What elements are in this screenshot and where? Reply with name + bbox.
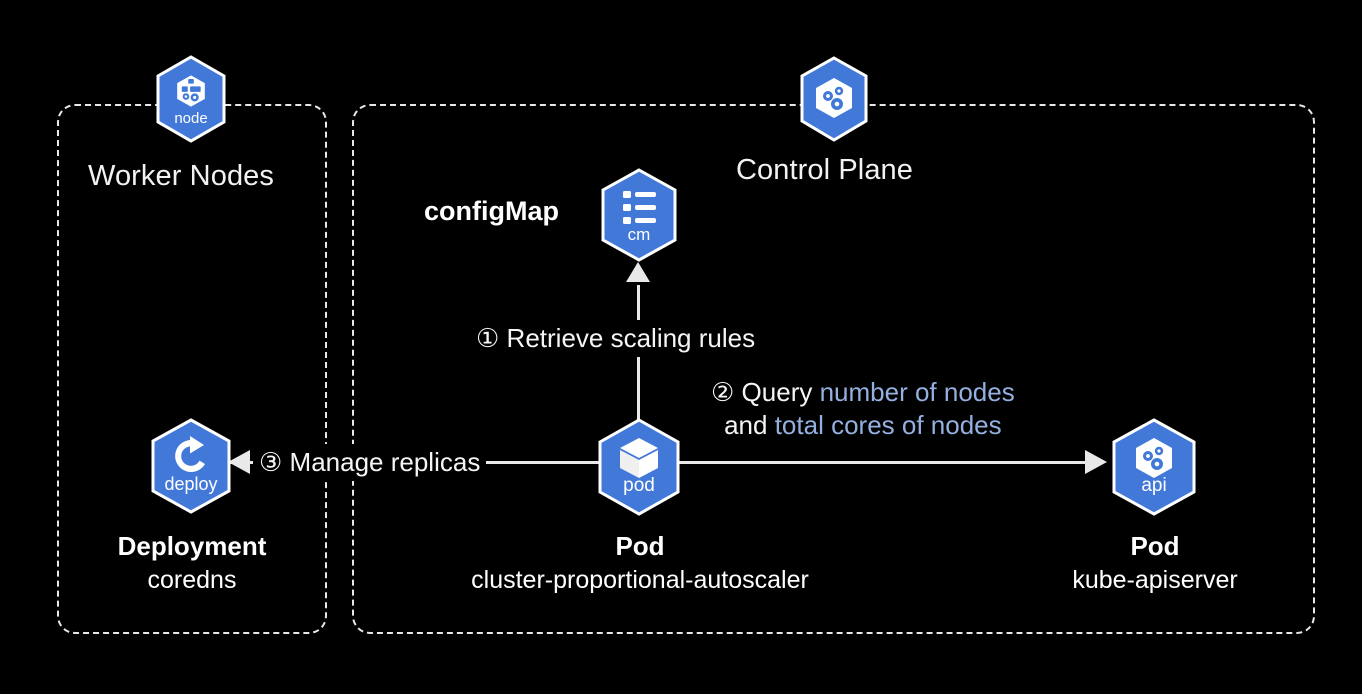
caption-deployment-title: Deployment	[117, 531, 267, 561]
caption-deployment: Deployment coredns	[42, 530, 342, 596]
step-2-accent-2: total cores of nodes	[774, 410, 1002, 441]
k8s-pod-icon[interactable]: pod	[594, 418, 684, 516]
arrowhead-to-deployment	[228, 450, 250, 474]
connector-pod-to-apiserver	[660, 461, 1100, 464]
zone-title-worker-nodes: Worker Nodes	[88, 160, 275, 192]
caption-pod-apiserver-subtitle: kube-apiserver	[1072, 565, 1238, 594]
connector-pod-to-configmap	[637, 285, 640, 450]
k8s-apiserver-icon[interactable]: api	[1108, 418, 1200, 516]
caption-deployment-subtitle: coredns	[147, 565, 237, 594]
step-2-prefix: Query	[741, 377, 820, 407]
caption-pod-autoscaler: Pod cluster-proportional-autoscaler	[390, 530, 890, 596]
arrowhead-to-configmap	[626, 262, 650, 282]
k8s-control-plane-icon[interactable]	[796, 56, 872, 147]
caption-pod-autoscaler-subtitle: cluster-proportional-autoscaler	[471, 565, 809, 594]
step-1-text: Retrieve scaling rules	[506, 323, 756, 353]
zone-title-control-plane: Control Plane	[736, 154, 914, 186]
step-2-number: ②	[711, 377, 735, 407]
caption-pod-apiserver-title: Pod	[1130, 531, 1180, 561]
step-2-line-2: and total cores of nodes	[711, 409, 1015, 442]
step-2-line-1: ② Query number of nodes	[711, 376, 1015, 409]
step-2-label: ② Query number of nodes and total cores …	[705, 374, 1021, 445]
caption-pod-autoscaler-title: Pod	[615, 531, 665, 561]
arrowhead-to-apiserver	[1085, 450, 1107, 474]
step-1-number: ①	[476, 323, 500, 353]
caption-pod-apiserver: Pod kube-apiserver	[1005, 530, 1305, 596]
step-3-label: ③ Manage replicas	[253, 444, 487, 482]
step-3-text: Manage replicas	[289, 447, 481, 477]
step-1-label: ① Retrieve scaling rules	[470, 320, 762, 358]
k8s-configmap-icon[interactable]: cm	[597, 168, 681, 262]
k8s-deployment-icon[interactable]: deploy	[147, 418, 235, 514]
step-2-accent-1: number of nodes	[819, 377, 1015, 407]
step-2-prefix-2: and	[724, 410, 775, 441]
configmap-label: configMap	[424, 196, 559, 226]
step-3-number: ③	[259, 447, 283, 477]
k8s-node-icon[interactable]: node	[152, 55, 230, 143]
